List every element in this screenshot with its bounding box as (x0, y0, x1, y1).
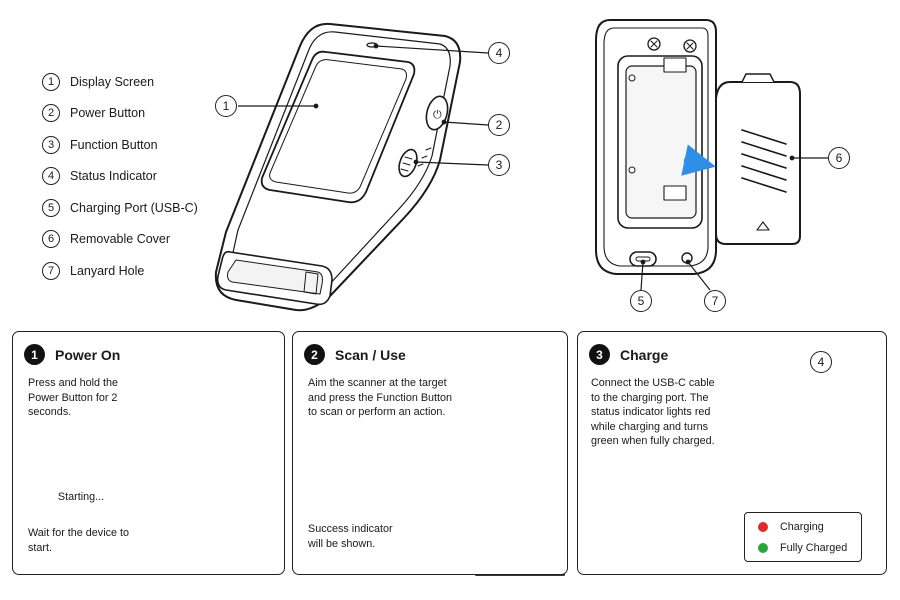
step-panel-power-on: 1 Power On Press and hold the Power Butt… (12, 331, 285, 575)
step-footer: Success indicator will be shown. (308, 522, 408, 551)
legend-label: Display Screen (70, 75, 154, 89)
legend-item: 4 Status Indicator (42, 161, 242, 193)
step-header: 1 Power On (24, 344, 120, 365)
parts-legend: 1 Display Screen 2 Power Button 3 Function … (42, 66, 242, 287)
step-header: 3 Charge (589, 344, 668, 365)
step-title: Charge (620, 347, 668, 363)
legend-number: 5 (42, 199, 60, 217)
step-title: Scan / Use (335, 347, 406, 363)
legend-label: Power Button (70, 106, 145, 120)
status-row-charging: Charging (745, 516, 861, 537)
callout-status-indicator: 4 (488, 42, 510, 64)
legend-label: Charging Port (USB-C) (70, 201, 198, 215)
step-number-badge: 3 (589, 344, 610, 365)
legend-label: Status Indicator (70, 169, 157, 183)
svg-text:⏻: ⏻ (433, 108, 442, 121)
legend-item: 2 Power Button (42, 98, 242, 130)
green-status-dot-icon (758, 543, 768, 553)
legend-item: 7 Lanyard Hole (42, 255, 242, 287)
step-footer: Wait for the device to start. (28, 526, 138, 555)
status-label: Charging (780, 521, 824, 533)
legend-item: 6 Removable Cover (42, 224, 242, 256)
callout-charging-port: 5 (630, 290, 652, 312)
legend-label: Removable Cover (70, 232, 170, 246)
legend-item: 1 Display Screen (42, 66, 242, 98)
step-number-badge: 1 (24, 344, 45, 365)
step-instructions: Aim the scanner at the target and press … (308, 376, 458, 420)
step-instructions: Press and hold the Power Button for 2 se… (28, 376, 128, 420)
callout-lanyard-hole: 7 (704, 290, 726, 312)
legend-number: 2 (42, 104, 60, 122)
starting-status-text: Starting... (48, 491, 114, 503)
legend-number: 4 (42, 167, 60, 185)
callout-removable-cover: 6 (828, 147, 850, 169)
legend-label: Function Button (70, 138, 158, 152)
legend-item: 5 Charging Port (USB-C) (42, 192, 242, 224)
step-title: Power On (55, 347, 120, 363)
step-panel-scan-use: 2 Scan / Use Aim the scanner at the targ… (292, 331, 568, 575)
legend-label: Lanyard Hole (70, 264, 144, 278)
legend-number: 6 (42, 230, 60, 248)
legend-number: 7 (42, 262, 60, 280)
step-header: 2 Scan / Use (304, 344, 406, 365)
step-number-badge: 2 (304, 344, 325, 365)
charge-status-legend: Charging Fully Charged (744, 512, 862, 562)
step-instructions: Connect the USB-C cable to the charging … (591, 376, 716, 449)
callout-status-indicator-charge: 4 (810, 351, 832, 373)
device-back-illustration (596, 20, 800, 274)
callout-display-screen: 1 (215, 95, 237, 117)
legend-number: 1 (42, 73, 60, 91)
device-front-illustration: ⏻ (216, 24, 460, 310)
red-status-dot-icon (758, 522, 768, 532)
legend-number: 3 (42, 136, 60, 154)
callout-power-button: 2 (488, 114, 510, 136)
status-row-fully-charged: Fully Charged (745, 537, 861, 558)
callout-function-button: 3 (488, 154, 510, 176)
legend-item: 3 Function Button (42, 129, 242, 161)
status-label: Fully Charged (780, 542, 847, 554)
